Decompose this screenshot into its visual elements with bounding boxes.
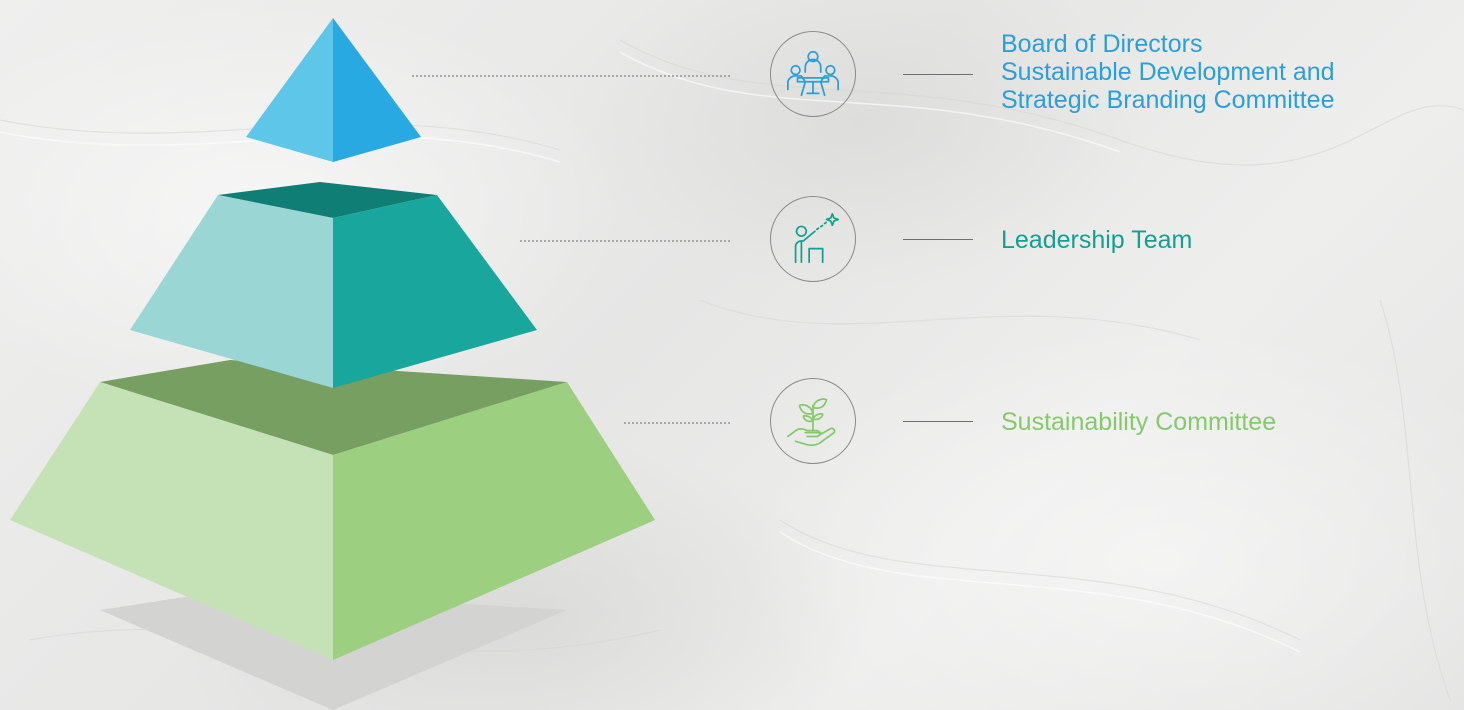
label-leadership: Leadership Team (1001, 226, 1192, 254)
pyramid-middle-tier-right-face (333, 195, 537, 388)
label-board-line-2: Sustainable Development and (1001, 58, 1335, 86)
label-leadership-line-1: Leadership Team (1001, 226, 1193, 254)
pyramid-bottom-tier-left-face (10, 382, 333, 660)
icon-circle-leadership (770, 196, 856, 282)
label-board-line-1: Board of Directors (1001, 30, 1203, 58)
pyramid-bottom-tier-top (100, 360, 567, 455)
pyramid-bottom-tier-right-face (333, 382, 655, 660)
pyramid-top-tier-left-face (246, 18, 333, 162)
label-board-line-3: Strategic Branding Committee (1001, 86, 1335, 114)
dotted-leader-board (412, 75, 730, 77)
leader-pointing-star-icon (794, 212, 840, 264)
pyramid-top-tier-right-face (333, 18, 421, 162)
dotted-leader-leadership (520, 240, 730, 242)
icon-circle-board (770, 31, 856, 117)
connector-line-sustainability (903, 421, 973, 422)
dotted-leader-sustainability (624, 422, 730, 424)
label-sustainability-line-1: Sustainability Committee (1001, 408, 1277, 436)
pyramid-middle-tier-top (218, 182, 437, 218)
icon-circle-sustainability (770, 378, 856, 464)
pyramid-diagram (10, 18, 655, 710)
meeting-icon (786, 50, 840, 97)
hand-plant-icon (786, 398, 836, 447)
label-board: Board of Directors Sustainable Developme… (1001, 30, 1335, 114)
pyramid-middle-tier-left-face (130, 195, 333, 388)
label-sustainability: Sustainability Committee (1001, 408, 1276, 436)
connector-line-leadership (903, 239, 973, 240)
connector-line-board (903, 74, 973, 75)
